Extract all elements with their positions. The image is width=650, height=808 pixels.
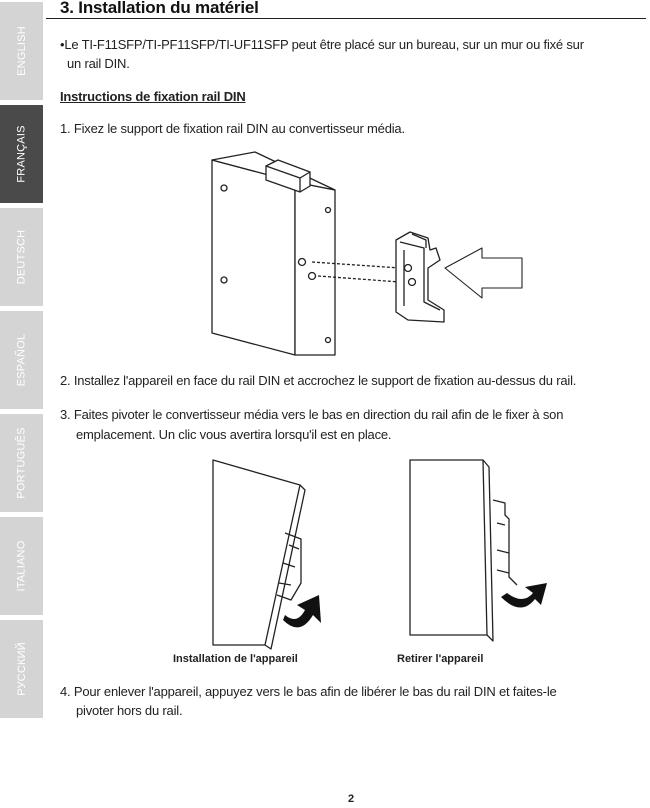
tab-italiano[interactable]: ITALIANO — [0, 517, 43, 615]
step-1: 1. Fixez le support de fixation rail DIN… — [60, 121, 405, 136]
step-4-line-2: pivoter hors du rail. — [76, 703, 183, 718]
step-4-line-1: 4. Pour enlever l'appareil, appuyez vers… — [60, 684, 557, 699]
language-tabs: ENGLISH FRANÇAIS DEUTSCH ESPAÑOL PORTUGU… — [0, 0, 43, 808]
tab-russian[interactable]: РУССКИЙ — [0, 620, 43, 718]
page-number: 2 — [348, 793, 355, 805]
install-illustration — [212, 459, 321, 650]
tab-label: ENGLISH — [15, 26, 28, 76]
tab-label: PORTUGUÊS — [15, 427, 28, 499]
remove-illustration — [409, 459, 547, 642]
rotate-arrow-icon — [283, 595, 321, 628]
bullet-line-1: •Le TI-F11SFP/TI-PF11SFP/TI-UF11SFP peut… — [60, 37, 584, 52]
tab-label: DEUTSCH — [15, 229, 28, 285]
step-3-line-1: 3. Faites pivoter le convertisseur média… — [60, 407, 564, 422]
tab-label: FRANÇAIS — [15, 125, 28, 183]
tab-francais[interactable]: FRANÇAIS — [0, 105, 43, 203]
step-2: 2. Installez l'appareil en face du rail … — [60, 373, 577, 388]
tab-english[interactable]: ENGLISH — [0, 2, 43, 100]
section-title: 3. Installation du matériel — [60, 0, 259, 17]
tab-label: ESPAÑOL — [15, 333, 28, 387]
tab-label: ITALIANO — [15, 540, 28, 592]
caption-remove: Retirer l'appareil — [397, 653, 484, 665]
tab-portugues[interactable]: PORTUGUÊS — [0, 414, 43, 512]
subheading: Instructions de fixation rail DIN — [60, 89, 246, 104]
tab-espanol[interactable]: ESPAÑOL — [0, 311, 43, 409]
title-divider — [46, 18, 646, 19]
din-mount-illustration — [211, 151, 523, 356]
tab-label: РУССКИЙ — [15, 642, 28, 696]
step-3-line-2: emplacement. Un clic vous avertira lorsq… — [76, 427, 392, 442]
bullet-line-2: un rail DIN. — [67, 56, 130, 71]
tab-deutsch[interactable]: DEUTSCH — [0, 208, 43, 306]
caption-install: Installation de l'appareil — [173, 653, 298, 665]
rotate-arrow-icon — [501, 583, 547, 608]
